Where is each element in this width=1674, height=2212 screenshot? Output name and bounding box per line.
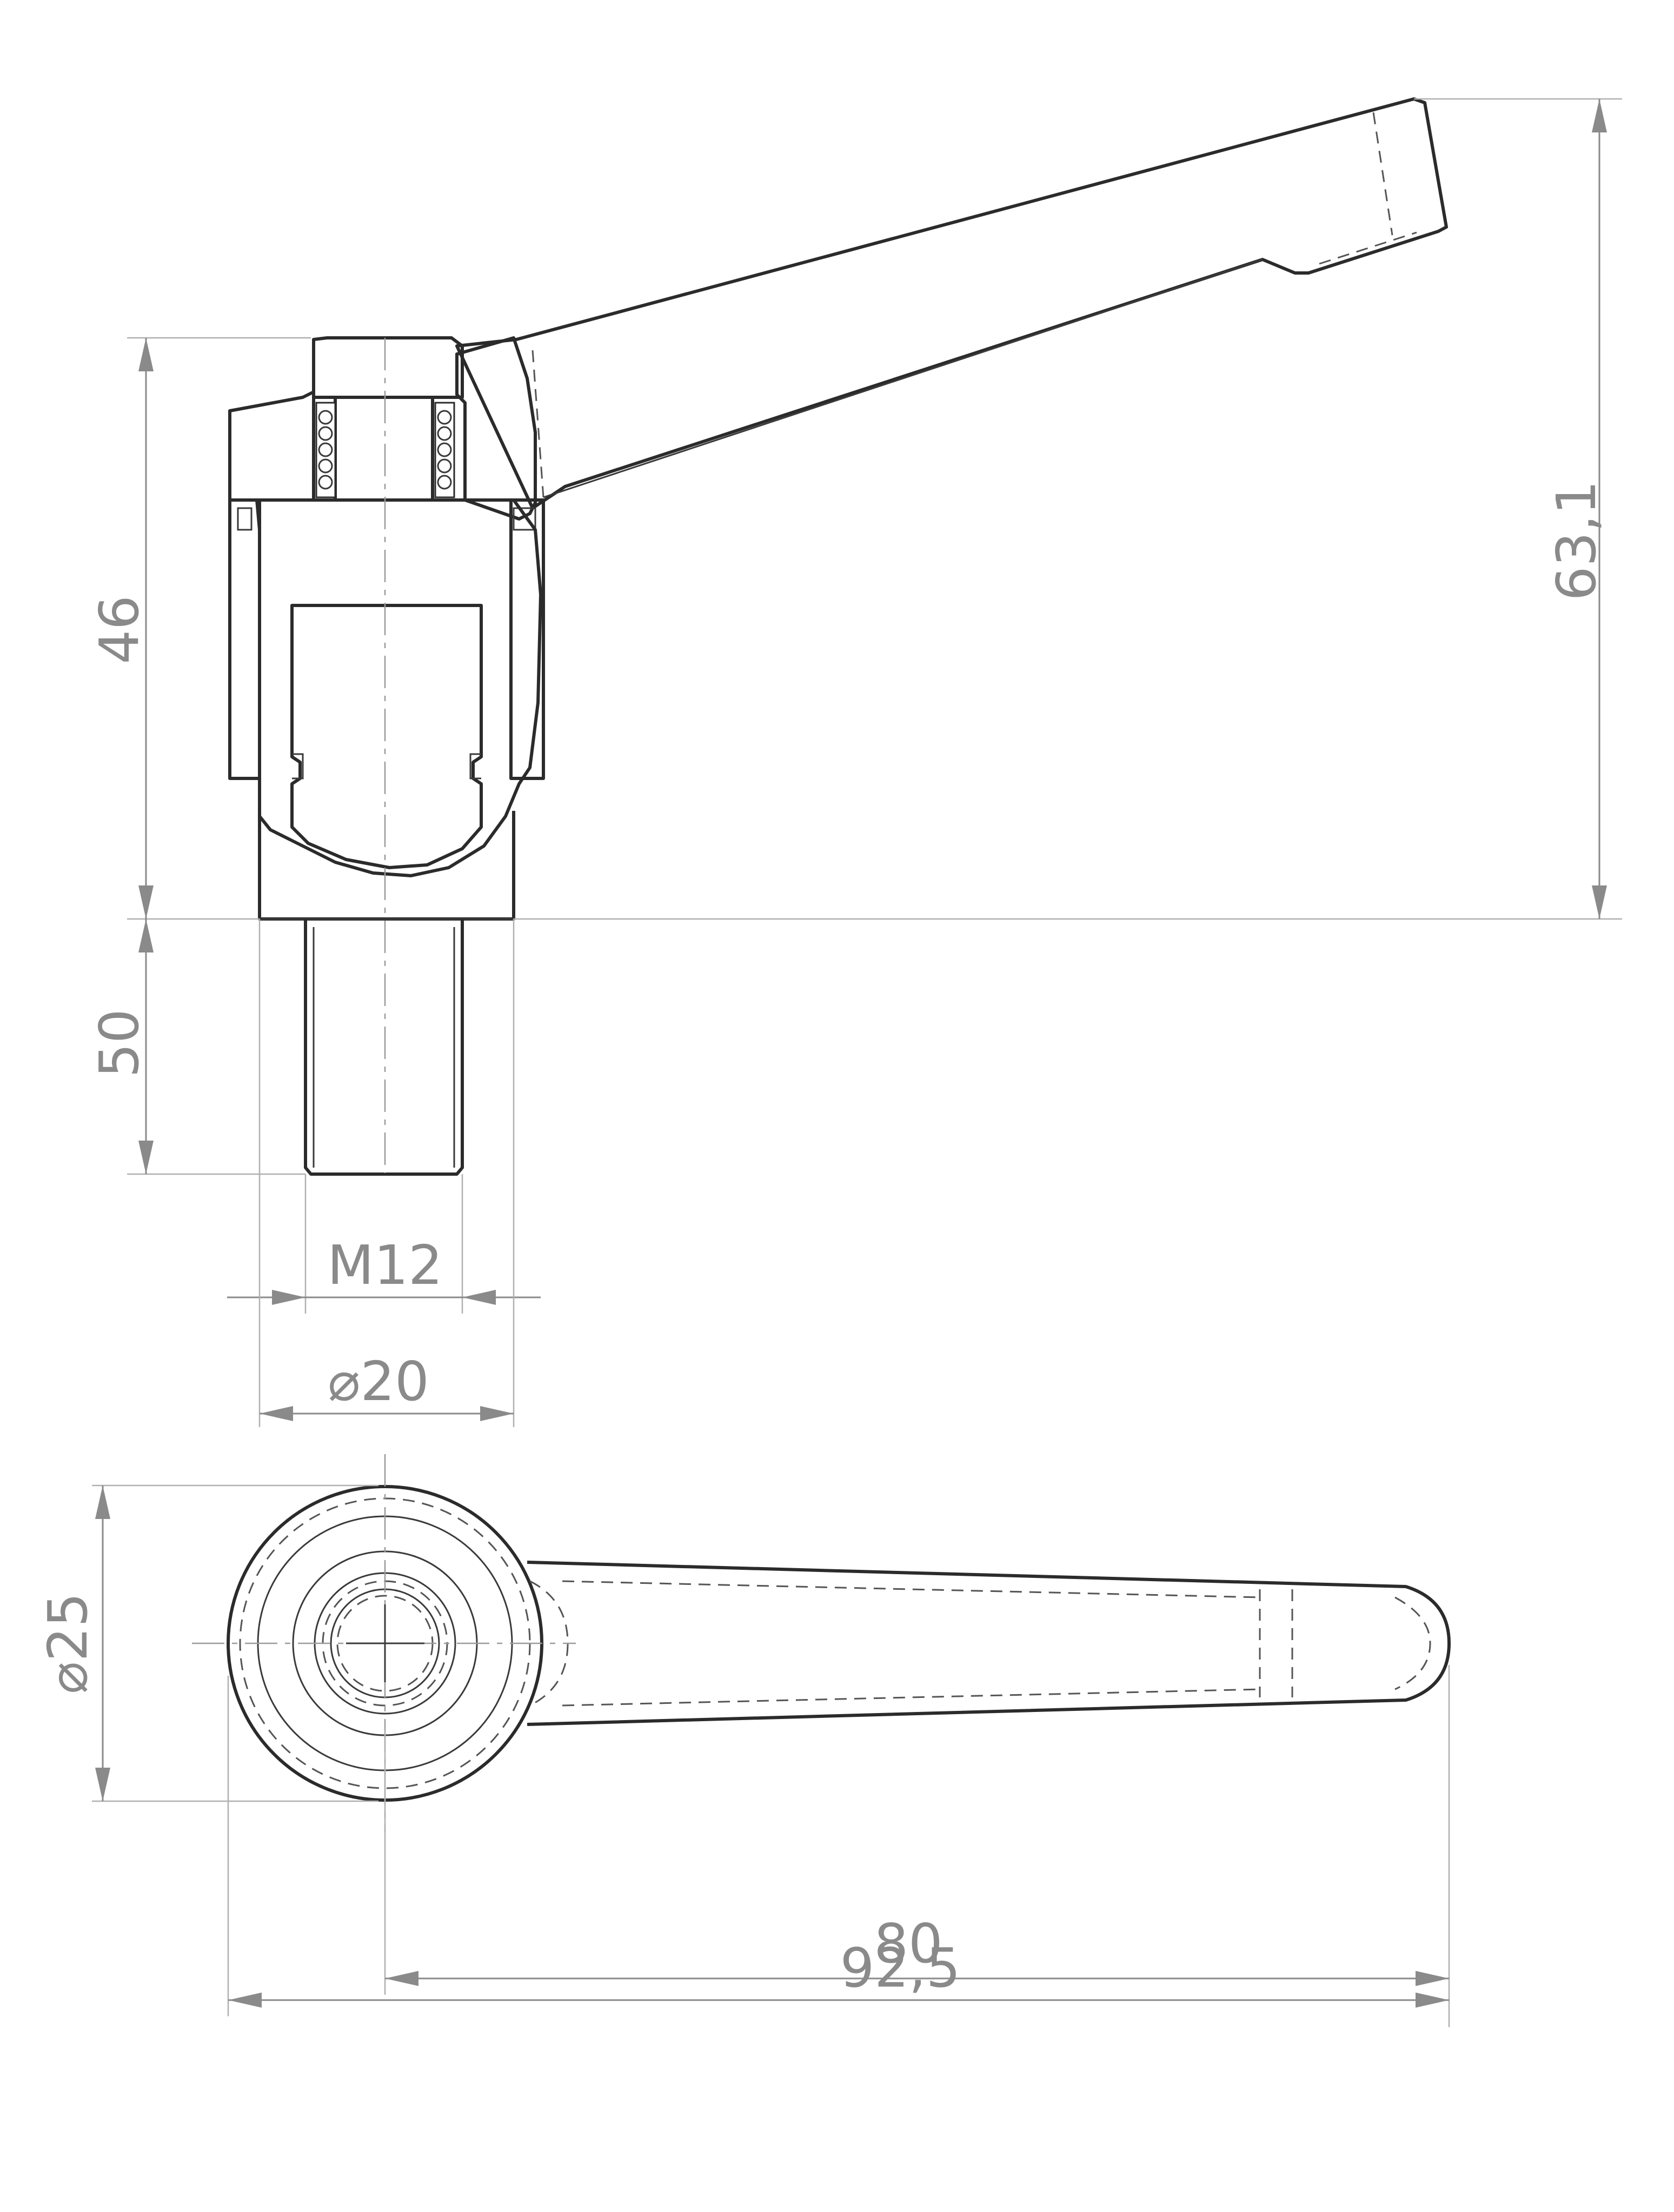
dim-body-diameter: ⌀20 [328,1350,429,1413]
body-lower [258,811,515,921]
top-view [192,1454,1451,1833]
lever-hidden-line [1372,112,1393,236]
threaded-insert [290,604,483,869]
spring-left [315,402,336,498]
lever-arm [455,97,1448,510]
dim-body-height: 46 [88,595,151,664]
side-dimensions: 63,1 46 50 M12 ⌀20 [88,98,1622,1427]
spring-right [434,402,455,498]
top-dimensions: ⌀25 80 92,5 [36,1484,1450,2027]
screw-head [312,336,464,399]
lever-inner-line [543,258,1263,498]
screw-shank [334,396,434,502]
hub-upper-right [455,336,537,521]
top-lever [527,1561,1451,1726]
dim-lever-length: 80 [874,1912,942,1975]
lever-hidden-line-2 [532,350,544,498]
main-body [255,498,542,877]
dim-thread-length: 50 [88,1009,151,1077]
side-section-view [228,97,1448,1176]
threaded-stud [304,919,464,1176]
sleeve-right [509,498,545,780]
dim-hub-diameter: ⌀25 [36,1593,99,1694]
dim-overall-length: 92,5 [840,1936,961,2000]
dim-thread-size: M12 [327,1234,443,1297]
dim-handle-height: 63,1 [1545,481,1608,601]
hub-upper [228,390,315,502]
lever-hidden-line-3 [1319,231,1417,265]
sleeve-left [228,498,261,780]
